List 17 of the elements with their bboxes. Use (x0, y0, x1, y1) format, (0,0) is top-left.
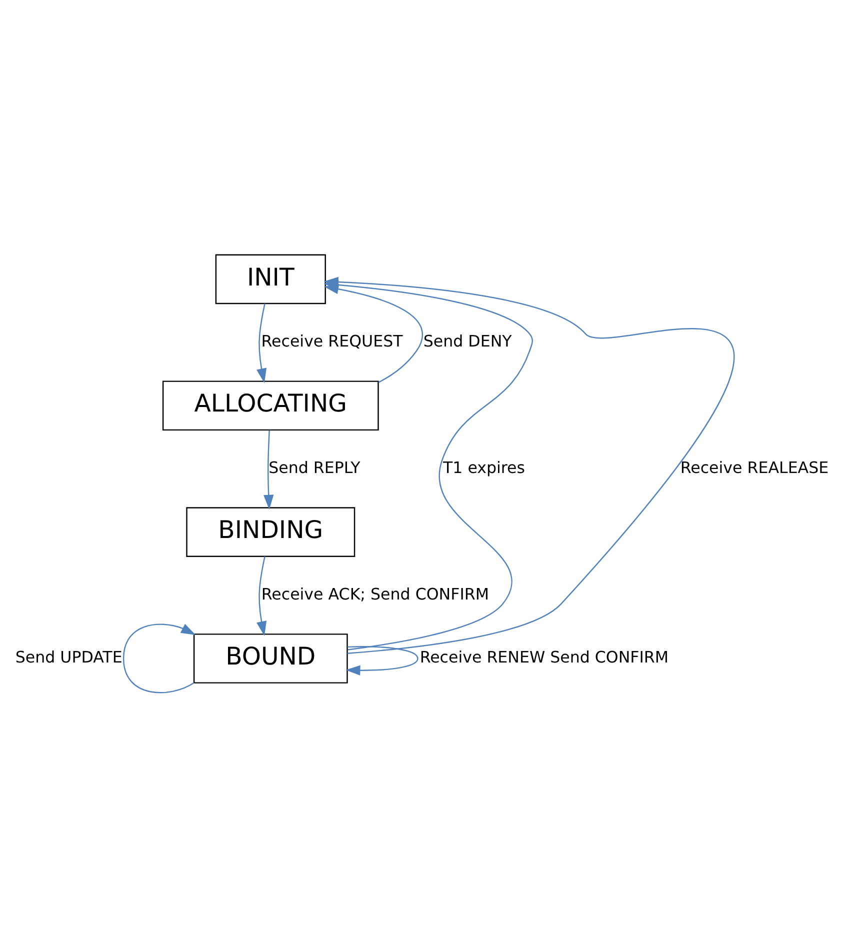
edge-label: Send UPDATE (14, 647, 122, 666)
arrow (122, 623, 196, 693)
node-box: ALLOCATING (162, 380, 378, 430)
node-box: BOUND (192, 633, 348, 683)
node-box: BINDING (186, 506, 355, 556)
edge-label: Send REPLY (268, 457, 360, 476)
arrow (256, 556, 266, 636)
edge-label: Send DENY (422, 331, 512, 350)
edge-label: Receive ACK; Send CONFIRM (260, 584, 488, 603)
arrow (263, 430, 274, 509)
arrow (345, 646, 418, 675)
edge-label: Receive RENEW Send CONFIRM (419, 647, 668, 666)
arrow (256, 303, 266, 383)
edge-label: Receive REQUEST (260, 331, 402, 350)
edge-label: Receive REALEASE (680, 457, 828, 476)
edge-label: T1 expires (442, 457, 525, 476)
node-box: INIT (214, 254, 326, 304)
